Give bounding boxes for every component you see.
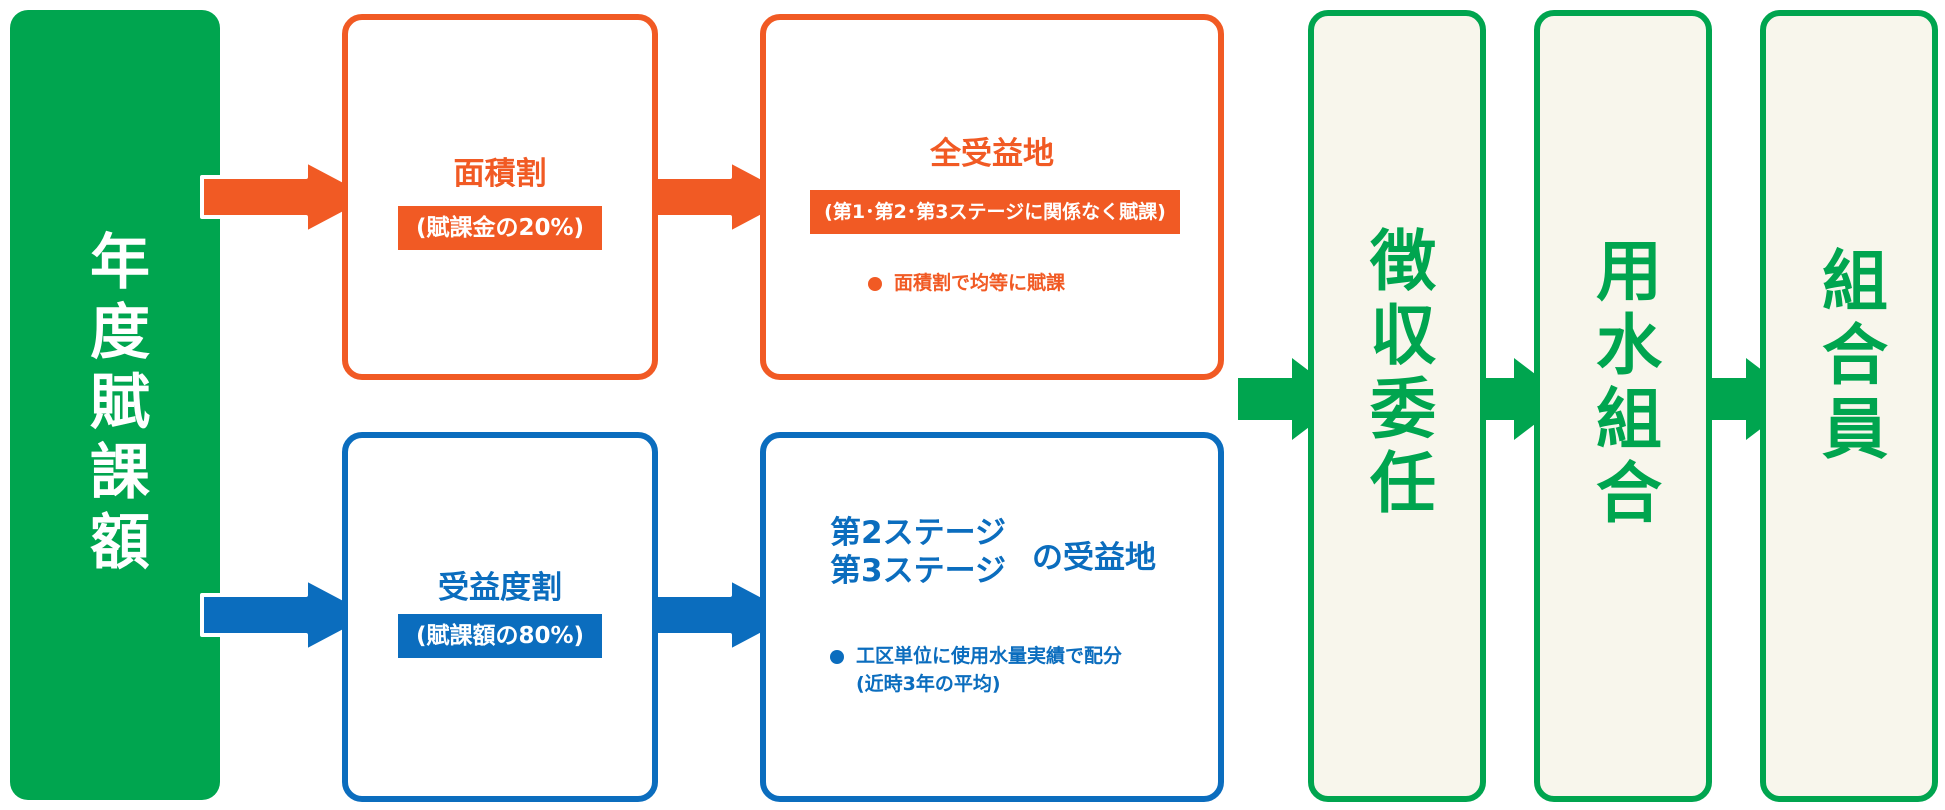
collection-delegation-label: 徴収委任 — [1359, 226, 1436, 522]
arrow-to-benefit-split — [200, 577, 376, 653]
stage-3-label: 第3ステージ — [830, 553, 1006, 589]
arrow-to-area-split — [200, 159, 376, 235]
all-beneficiary-bullet-text: 面積割で均等に賦課 — [894, 272, 1066, 294]
annual-assessment-label: 年度賦課額 — [79, 230, 150, 580]
all-beneficiary-title: 全受益地 — [930, 136, 1054, 172]
stage-2-label: 第2ステージ — [830, 515, 1006, 551]
bullet-dot — [830, 649, 844, 664]
stage-beneficiary-box: 第2ステージ 第3ステージ の受益地 工区単位に使用水量実績で配分 (近時3年の… — [760, 432, 1224, 802]
all-beneficiary-bullet: 面積割で均等に賦課 — [868, 268, 1065, 295]
benefit-split-box: 受益度割 (賦課額の80%) — [342, 432, 658, 802]
all-beneficiary-box: 全受益地 (第1･第2･第3ステージに関係なく賦課) 面積割で均等に賦課 — [760, 14, 1224, 380]
water-union-label: 用水組合 — [1585, 236, 1662, 532]
area-split-box: 面積割 (賦課金の20%) — [342, 14, 658, 380]
stage-beneficiary-bullet: 工区単位に使用水量実績で配分 (近時3年の平均) — [830, 642, 1122, 698]
stage-bullet-line1: 工区単位に使用水量実績で配分 — [856, 645, 1123, 667]
stage-bullet-line2: (近時3年の平均) — [856, 673, 1001, 695]
union-member-label: 組合員 — [1811, 246, 1888, 468]
all-beneficiary-scope-label: (第1･第2･第3ステージに関係なく賦課) — [810, 190, 1180, 234]
collection-delegation-column: 徴収委任 — [1308, 10, 1486, 802]
benefit-split-ratio-label: (賦課額の80%) — [398, 614, 602, 658]
annual-assessment-block: 年度賦課額 — [10, 10, 220, 800]
area-split-ratio-label: (賦課金の20%) — [398, 206, 602, 250]
stage-beneficiary-suffix: の受益地 — [1032, 540, 1156, 576]
benefit-split-title: 受益度割 — [438, 570, 562, 606]
union-member-column: 組合員 — [1760, 10, 1938, 802]
stage-list: 第2ステージ 第3ステージ — [830, 514, 1006, 590]
bullet-dot — [868, 276, 882, 291]
water-union-column: 用水組合 — [1534, 10, 1712, 802]
area-split-title: 面積割 — [453, 156, 547, 192]
